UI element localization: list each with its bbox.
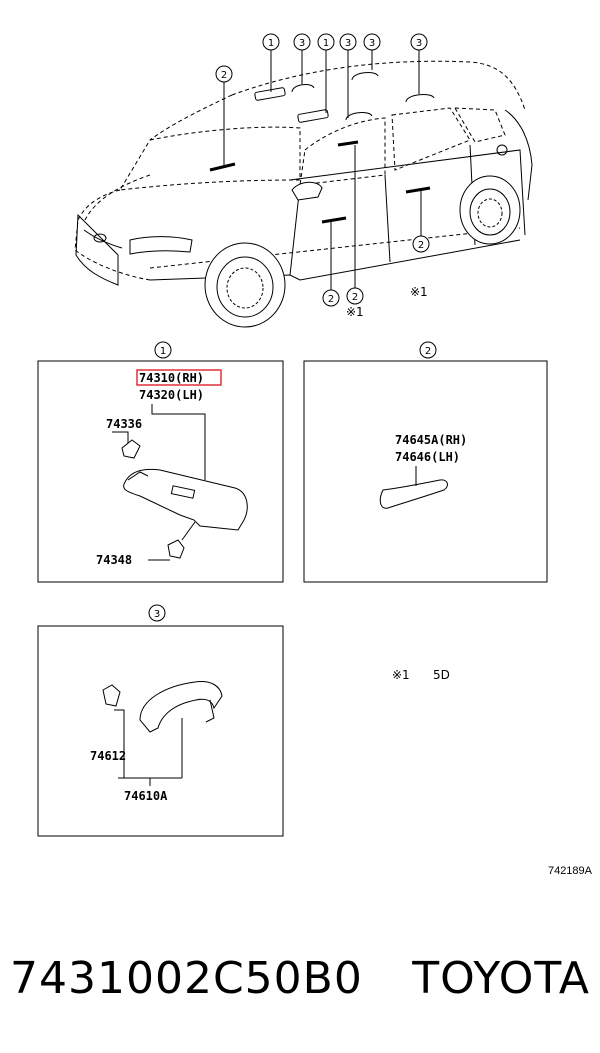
legend-note: ※1 5D [392,668,450,682]
callout-3c: 3 [363,33,381,51]
svg-text:3: 3 [369,38,375,49]
svg-text:3: 3 [299,38,305,49]
callout-2c: 2 [346,287,364,305]
footer-part-number[interactable]: 7431002C50B0 [10,952,363,1004]
panel-1-callout: 1 [160,346,166,357]
panel-assist-grip: 2 74645A(RH) 74646(LH) [303,341,548,583]
note-mark-b: ※1 [410,285,428,299]
reference-code: 742189A [548,865,593,877]
highlight-box [136,369,222,386]
legend-text: 5D [433,668,450,682]
callout-3b: 3 [339,33,357,51]
panel-sun-visor: 1 74310(RH) 74320(LH) 74336 74348 [37,341,284,583]
callout-1b: 1 [317,33,335,51]
panel-3-callout: 3 [154,609,160,620]
svg-text:2: 2 [328,294,334,305]
svg-text:3: 3 [416,38,422,49]
legend-mark: ※1 [392,668,410,682]
sun-visor-drawing [112,404,248,561]
callout-1a: 1 [262,33,280,51]
part-74612[interactable]: 74612 [90,749,126,763]
svg-text:2: 2 [352,292,358,303]
inner-handle-drawing [379,479,448,509]
part-74645a-rh[interactable]: 74645A(RH) [395,433,467,447]
callout-3d: 3 [410,33,428,51]
car-callouts: 1 3 1 3 3 3 2 2 2 2 ※1 ※1 [215,33,430,319]
panel-roof-grip: 3 74612 74610A [37,604,284,837]
callout-2b: 2 [322,289,340,307]
callout-3a: 3 [293,33,311,51]
roof-grip-drawing [102,681,223,786]
svg-text:1: 1 [268,38,274,49]
svg-text:2: 2 [221,70,227,81]
part-74646-lh[interactable]: 74646(LH) [395,450,460,464]
panel-2-callout: 2 [425,346,431,357]
callout-2d: 2 [412,235,430,253]
car-illustration [74,50,533,328]
part-74310-rh[interactable]: 74310(RH) [139,371,204,385]
part-74320-lh[interactable]: 74320(LH) [139,388,204,402]
part-74610a[interactable]: 74610A [124,789,168,803]
svg-text:1: 1 [323,38,329,49]
part-74336[interactable]: 74336 [106,417,142,431]
note-mark-a: ※1 [346,305,364,319]
part-74348[interactable]: 74348 [96,553,132,567]
callout-2a: 2 [215,65,233,83]
footer-bar: 7431002C50B0 TOYOTA [10,950,590,1006]
footer-brand: TOYOTA [412,952,590,1004]
svg-text:3: 3 [345,38,351,49]
svg-text:2: 2 [418,240,424,251]
